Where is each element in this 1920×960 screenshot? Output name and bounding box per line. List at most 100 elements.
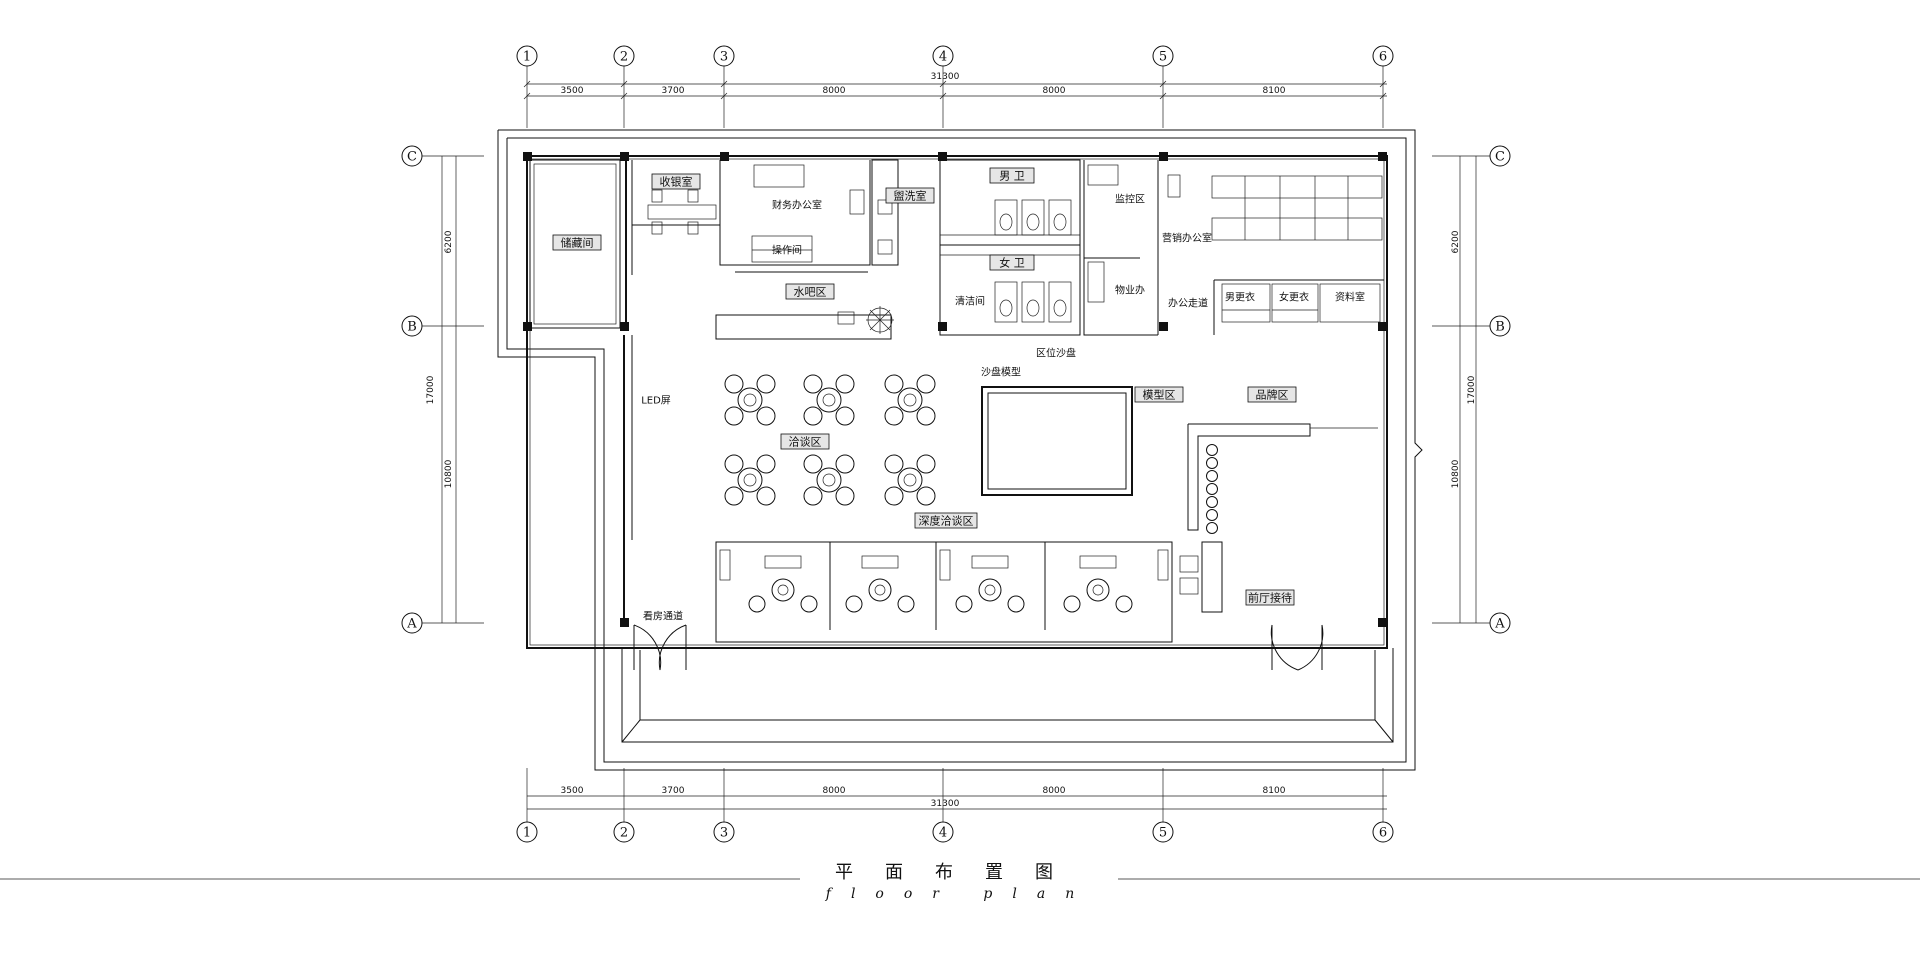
dimension-chain-bottom: 31300 3500 3700 8000 8000 8100: [527, 786, 1387, 810]
svg-text:4: 4: [939, 50, 947, 65]
dim-bottom-2: 3700: [662, 786, 685, 796]
label-womens-locker: 女更衣: [1279, 291, 1309, 304]
drawing-title-chinese: 平面布置图: [835, 862, 1085, 883]
label-brand-area: 品牌区: [1256, 388, 1289, 402]
dim-bottom-4: 8000: [1043, 786, 1066, 796]
svg-text:4: 4: [939, 826, 947, 841]
round-table-set: [724, 374, 776, 426]
axis-bubbles-bottom: 1 2 3 4 5 6: [516, 768, 1394, 843]
label-storage: 储藏间: [561, 236, 594, 250]
svg-text:A: A: [406, 617, 417, 632]
negotiation-tables: [724, 374, 936, 506]
display-node: [1206, 509, 1218, 521]
axis-left-A: A: [401, 612, 423, 634]
label-sales-office: 营销办公室: [1162, 232, 1212, 245]
axis-bottom-6: 6: [1372, 821, 1394, 843]
axis-bubbles-right: C B A: [1432, 145, 1511, 634]
label-property-office: 物业办: [1115, 284, 1145, 297]
label-model-area: 模型区: [1143, 388, 1176, 402]
svg-text:5: 5: [1159, 826, 1167, 841]
dimension-chain-top: 31300 3500 3700 8000 8000 8100: [523, 72, 1387, 100]
label-womens-toilet: 女 卫: [999, 256, 1025, 270]
round-table-set: [884, 374, 936, 426]
booth-table-set: [1063, 555, 1133, 613]
svg-text:B: B: [407, 320, 417, 335]
dim-total-top: 31300: [931, 72, 960, 82]
dim-bottom-1: 3500: [561, 786, 584, 796]
label-deep-negotiation-area: 深度洽谈区: [919, 514, 974, 528]
svg-text:6: 6: [1379, 50, 1387, 65]
display-node: [1206, 496, 1218, 508]
label-cleaning-room: 清洁间: [955, 295, 985, 308]
dim-top-2: 3700: [662, 86, 685, 96]
label-water-bar: 水吧区: [794, 286, 827, 299]
label-negotiation-area: 洽谈区: [789, 436, 822, 449]
display-node: [1206, 457, 1218, 469]
dim-right-1: 6200: [1451, 230, 1461, 253]
booth-table-set: [845, 555, 915, 613]
axis-right-C: C: [1489, 145, 1511, 167]
interior-partitions: [529, 159, 1384, 618]
svg-text:3: 3: [720, 826, 728, 841]
label-monitor-area: 监控区: [1115, 193, 1145, 206]
svg-text:6: 6: [1379, 826, 1387, 841]
building-outline: [497, 129, 1423, 771]
dimension-chain-left: 17000 6200 10800: [426, 156, 457, 623]
dim-total-bottom: 31300: [931, 799, 960, 809]
display-node: [1206, 483, 1218, 495]
structural-columns: [523, 152, 1387, 627]
sandtable-model: [981, 386, 1133, 496]
dimension-chain-right: 6200 17000 10800: [1451, 156, 1477, 623]
round-table-set: [884, 454, 936, 506]
brand-display-wall: [1179, 423, 1378, 613]
svg-text:1: 1: [523, 826, 531, 841]
deep-negotiation-booths: [715, 541, 1173, 643]
axis-bottom-4: 4: [932, 821, 954, 843]
axis-right-B: B: [1489, 315, 1511, 337]
axis-right-A: A: [1489, 612, 1511, 634]
svg-text:C: C: [407, 150, 417, 165]
svg-text:2: 2: [620, 826, 628, 841]
dim-bottom-5: 8100: [1263, 786, 1286, 796]
label-front-reception: 前厅接待: [1248, 591, 1292, 605]
round-table-set: [803, 454, 855, 506]
sales-office-desks: [1167, 174, 1383, 241]
dim-top-3: 8000: [823, 86, 846, 96]
axis-bottom-2: 2: [613, 821, 635, 843]
room-labels: 储藏间 收银室 财务办公室 操作间 盥洗室 男 卫 女 卫 清洁间 监控区 物业…: [552, 167, 1365, 623]
label-washroom: 盥洗室: [894, 189, 927, 203]
axis-top-5: 5: [1152, 45, 1174, 67]
dim-top-5: 8100: [1263, 86, 1286, 96]
label-mens-locker: 男更衣: [1225, 291, 1255, 304]
dim-bottom-3: 8000: [823, 786, 846, 796]
axis-bubbles-left: C B A: [401, 145, 484, 634]
axis-top-3: 3: [713, 45, 735, 67]
label-cashier: 收银室: [660, 175, 693, 189]
svg-text:3: 3: [720, 50, 728, 65]
label-sandtable-model: 沙盘模型: [981, 366, 1021, 379]
dim-right-2: 10800: [1451, 459, 1461, 488]
axis-bottom-3: 3: [713, 821, 735, 843]
dim-left-1: 6200: [444, 230, 454, 253]
svg-text:1: 1: [523, 50, 531, 65]
axis-bottom-5: 5: [1152, 821, 1174, 843]
axis-top-4: 4: [932, 45, 954, 67]
entrance-doors: [633, 624, 1324, 671]
axis-bottom-1: 1: [516, 821, 538, 843]
label-operation-room: 操作间: [772, 244, 802, 257]
svg-text:5: 5: [1159, 50, 1167, 65]
axis-left-B: B: [401, 315, 423, 337]
display-node: [1206, 522, 1218, 534]
svg-text:A: A: [1494, 617, 1505, 632]
display-node: [1206, 444, 1218, 456]
label-location-sandtable: 区位沙盘: [1036, 347, 1076, 360]
booth-table-set: [748, 555, 818, 613]
drawing-title-english: floor plan: [825, 886, 1095, 902]
display-node: [1206, 470, 1218, 482]
dim-left-2: 10800: [444, 459, 454, 488]
dim-top-4: 8000: [1043, 86, 1066, 96]
label-mens-toilet: 男 卫: [999, 170, 1025, 183]
axis-top-6: 6: [1372, 45, 1394, 67]
booth-table-set: [955, 555, 1025, 613]
